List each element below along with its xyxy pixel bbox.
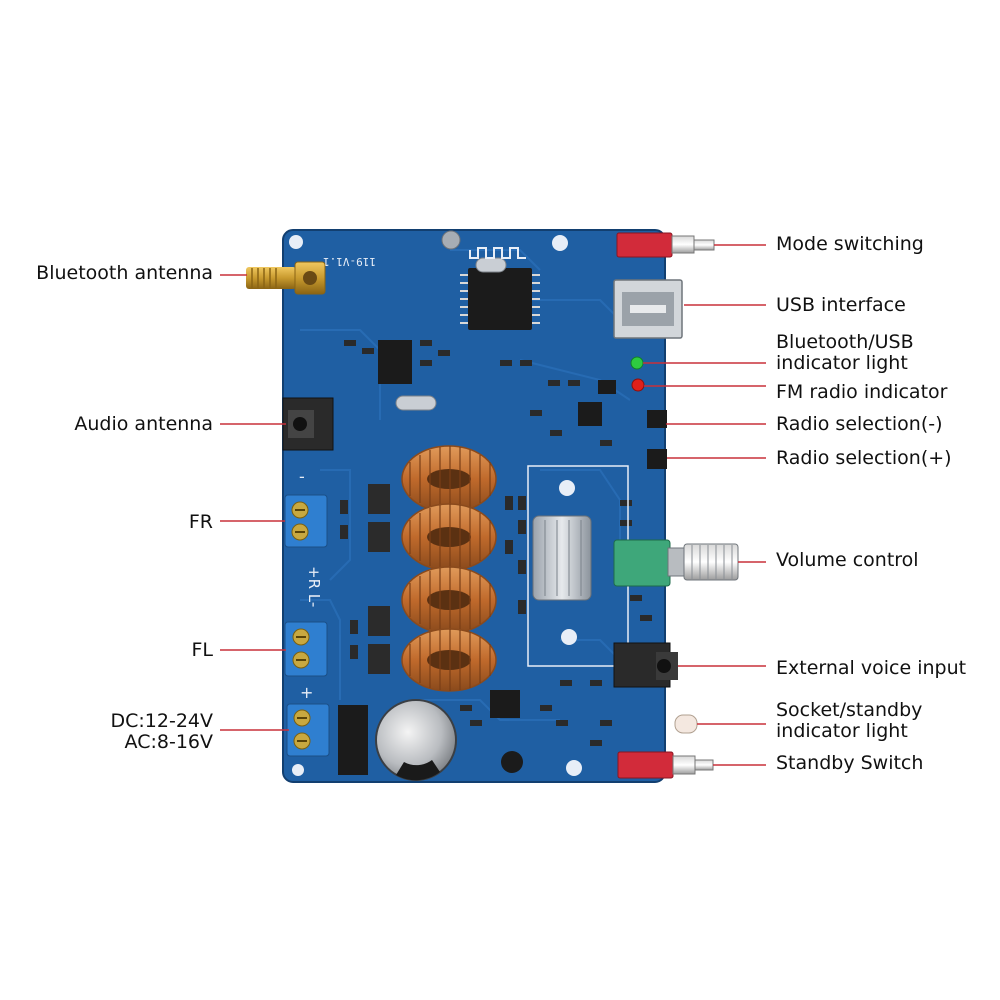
small-ics: [378, 340, 616, 718]
main-chip: [460, 247, 540, 330]
heatsink: [532, 515, 592, 601]
fl-terminal: [284, 621, 328, 677]
label-radio-plus: Radio selection(+): [776, 447, 952, 469]
radio-plus-button[interactable]: [647, 449, 667, 469]
silk-plus: +: [300, 683, 313, 702]
label-ac: AC:8-16V: [124, 731, 213, 753]
label-bluetooth-antenna: Bluetooth antenna: [36, 262, 213, 284]
standby-switch[interactable]: [617, 751, 714, 779]
label-standby-indicator-2: indicator light: [776, 720, 908, 742]
smd-components: [340, 340, 652, 746]
label-fr: FR: [188, 511, 213, 533]
silk-rl: +R L-: [305, 566, 323, 607]
label-bt-usb-indicator-1: Bluetooth/USB: [776, 331, 914, 353]
label-standby-indicator-1: Socket/standby: [776, 699, 923, 721]
board-version: 119-V1.1: [323, 255, 376, 268]
regulator: [338, 705, 368, 775]
smd-inductors: [368, 484, 390, 674]
usb-port[interactable]: [613, 279, 683, 339]
label-radio-minus: Radio selection(-): [776, 413, 943, 435]
label-volume-control: Volume control: [776, 549, 919, 571]
external-voice-jack[interactable]: [613, 642, 678, 688]
power-terminal: [286, 703, 330, 757]
power-inductor: [501, 751, 523, 773]
standby-led: [674, 714, 698, 734]
label-audio-antenna: Audio antenna: [74, 413, 213, 435]
fr-terminal: [284, 494, 328, 548]
toroid-inductors: [401, 445, 497, 692]
label-usb-interface: USB interface: [776, 294, 906, 316]
radio-minus-button[interactable]: [647, 410, 667, 428]
silk-minus: -: [299, 467, 305, 486]
label-external-voice-input: External voice input: [776, 657, 967, 679]
label-bt-usb-indicator-2: indicator light: [776, 352, 908, 374]
fm-led: [631, 378, 645, 392]
audio-antenna-jack: [282, 397, 334, 451]
label-fm-radio-indicator: FM radio indicator: [776, 381, 948, 403]
label-dc: DC:12-24V: [110, 710, 213, 732]
electrolytic-capacitor: [375, 699, 457, 781]
label-fl: FL: [191, 639, 213, 661]
leader-lines: [220, 244, 766, 766]
mode-switch[interactable]: [616, 232, 715, 258]
label-standby-switch: Standby Switch: [776, 752, 924, 774]
bluetooth-antenna-connector: [246, 261, 326, 295]
volume-knob[interactable]: [613, 539, 739, 587]
bt-usb-led: [630, 356, 644, 370]
label-mode-switching: Mode switching: [776, 233, 924, 255]
